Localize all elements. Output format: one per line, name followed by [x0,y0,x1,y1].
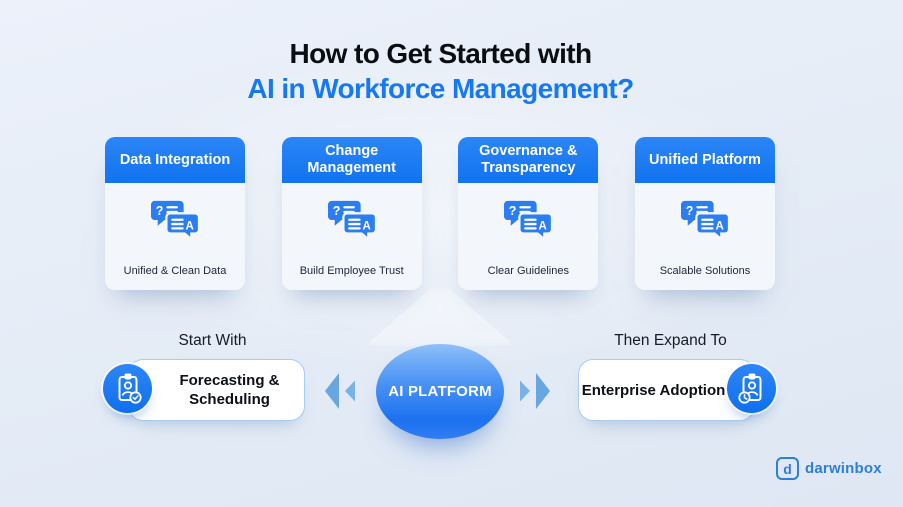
start-with-label: Start With [178,332,247,349]
then-expand-to-label: Then Expand To [614,332,727,349]
card-caption: Clear Guidelines [487,265,569,277]
darwinbox-logo-icon: d [776,457,799,480]
card-caption: Build Employee Trust [299,265,404,277]
chat-question-answer-icon: ? A [504,200,554,242]
svg-text:A: A [539,221,548,233]
card-change-management: Change Management ? A Build Employee Tru… [281,137,422,290]
card-caption: Unified & Clean Data [123,265,227,277]
svg-text:A: A [716,221,725,233]
double-arrow-left-icon [325,373,355,409]
darwinbox-wordmark: darwinbox [805,460,882,477]
card-header: Unified Platform [634,137,775,183]
svg-text:?: ? [156,204,164,218]
svg-text:?: ? [686,204,694,218]
card-header: Data Integration [105,137,245,183]
chat-question-answer-icon: ? A [680,200,731,242]
title-line-2: AI in Workforce Management? [247,73,634,104]
pill-label: Enterprise Adoption [581,381,726,399]
pill-label: Forecasting & Scheduling [179,372,280,408]
card-header: Governance & Transparency [458,137,599,183]
card-governance-transparency: Governance & Transparency ? A Clear Guid… [458,137,599,290]
clipboard-person-check-icon [103,364,152,413]
card-body: ? A Build Employee Trust [282,183,422,290]
svg-text:A: A [186,221,195,233]
chat-question-answer-icon: ? A [327,200,377,242]
title-line-1: How to Get Started with [289,38,593,69]
card-caption: Scalable Solutions [659,265,751,277]
clipboard-person-clock-icon [727,364,776,413]
clipboard-person-clock-glyph [737,373,761,404]
ai-platform-label: AI PLATFORM [388,383,492,400]
card-body: ? A Clear Guidelines [458,183,598,290]
double-arrow-right-icon [520,373,550,409]
card-header: Change Management [281,137,422,183]
svg-text:?: ? [332,204,340,218]
card-body: ? A Unified & Clean Data [105,183,245,290]
ai-platform-node: AI PLATFORM [376,344,504,439]
card-body: ? A Scalable Solutions [635,183,775,290]
page-title: How to Get Started with AI in Workforce … [0,36,881,106]
svg-text:?: ? [509,204,517,218]
enterprise-adoption-pill: Enterprise Adoption [578,359,755,421]
svg-text:A: A [362,221,371,233]
darwinbox-brand: d darwinbox [776,457,882,480]
card-data-integration: Data Integration ? A Unified & Clean Dat… [105,137,245,290]
pillar-cards-row: Data Integration ? A Unified & Clean Dat… [105,137,775,290]
chat-question-answer-icon: ? A [151,200,201,242]
forecasting-scheduling-pill: Forecasting & Scheduling [128,359,305,421]
card-unified-platform: Unified Platform ? A Scalable Solutions [634,137,775,290]
clipboard-person-check-glyph [118,373,142,404]
light-beam [365,288,515,346]
